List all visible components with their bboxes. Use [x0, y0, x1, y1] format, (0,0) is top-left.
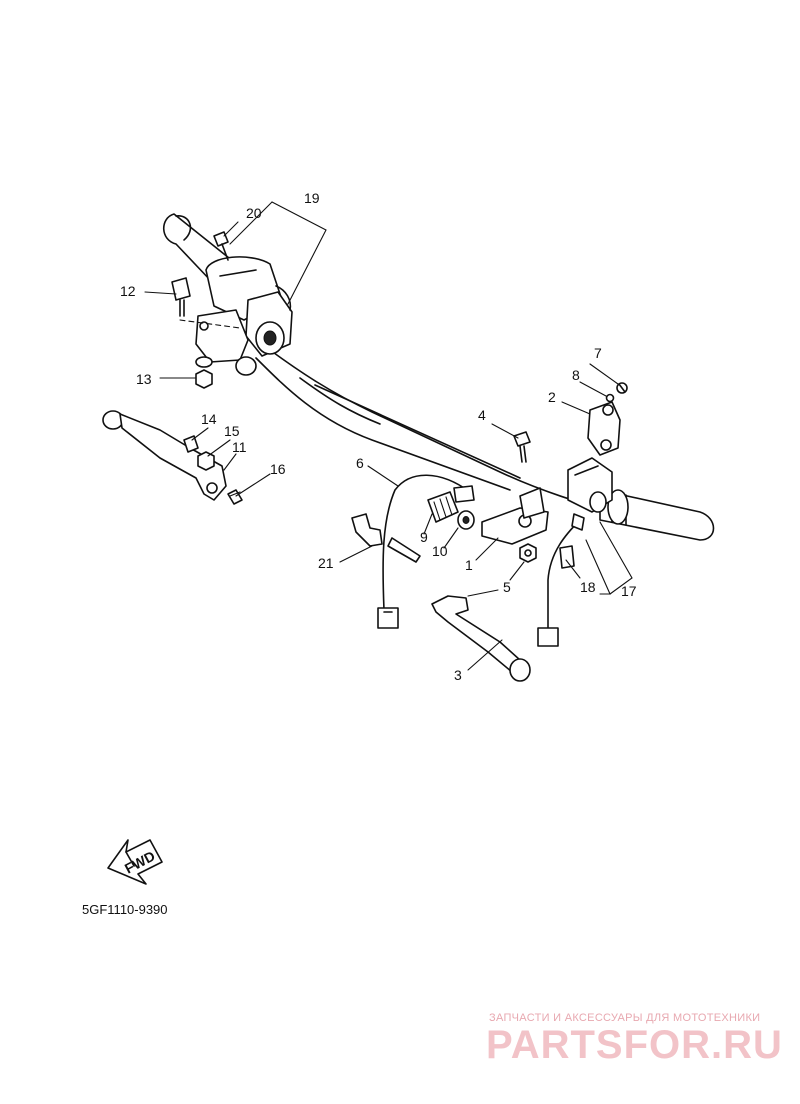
label-9: 9: [420, 529, 428, 545]
label-21: 21: [318, 555, 334, 571]
label-1: 1: [465, 557, 473, 573]
right-lever: [431, 595, 531, 682]
leader-lines: [144, 201, 633, 671]
watermark-tagline: ЗАПЧАСТИ И АКСЕССУАРЫ ДЛЯ МОТОТЕХНИКИ: [489, 1012, 760, 1024]
label-4: 4: [478, 407, 486, 423]
part-labels: 1 2 3 4 5 6 7 8 9 10 11 12 13 14 15 16 1…: [120, 190, 637, 683]
switch-cable-6: [377, 474, 475, 629]
screw-16: [227, 489, 243, 505]
lever-bracket: [481, 487, 549, 545]
label-6: 6: [356, 455, 364, 471]
screw-7: [616, 382, 628, 394]
label-11: 11: [232, 439, 247, 455]
bolt-12: [171, 277, 241, 329]
watermark-logo: PARTSFOR.RU: [486, 1023, 783, 1067]
label-20: 20: [246, 205, 262, 221]
adjuster-9: [427, 491, 459, 523]
nut-15: [197, 451, 215, 471]
label-5: 5: [503, 579, 511, 595]
label-15: 15: [224, 423, 240, 439]
label-8: 8: [572, 367, 580, 383]
label-2: 2: [548, 389, 556, 405]
bolt-14: [183, 435, 199, 453]
label-3: 3: [454, 667, 462, 683]
label-17: 17: [621, 583, 637, 599]
label-12: 12: [120, 283, 136, 299]
right-switch-housing: [567, 457, 613, 513]
left-grip: [162, 213, 293, 357]
left-lever: [102, 410, 227, 501]
washer-8: [605, 393, 615, 403]
label-13: 13: [136, 371, 152, 387]
switch-18: [537, 513, 585, 647]
label-10: 10: [432, 543, 448, 559]
left-housing-lower: [195, 309, 257, 376]
bolt-4: [513, 431, 531, 463]
clamp-bracket: [587, 401, 621, 456]
label-19: 19: [304, 190, 320, 206]
watermark: ЗАПЧАСТИ И АКСЕССУАРЫ ДЛЯ МОТОТЕХНИКИ PA…: [486, 1012, 783, 1067]
cable-tie-21: [351, 513, 421, 563]
label-14: 14: [201, 411, 217, 427]
nut-5: [519, 543, 537, 563]
nut-13: [195, 356, 213, 389]
label-18: 18: [580, 579, 596, 595]
right-grip: [599, 489, 715, 541]
nut-10: [457, 510, 475, 530]
label-7: 7: [594, 345, 602, 361]
label-16: 16: [270, 461, 286, 477]
fwd-arrow-icon: FWD: [107, 839, 163, 885]
diagram-code: 5GF1110-9390: [82, 902, 168, 917]
